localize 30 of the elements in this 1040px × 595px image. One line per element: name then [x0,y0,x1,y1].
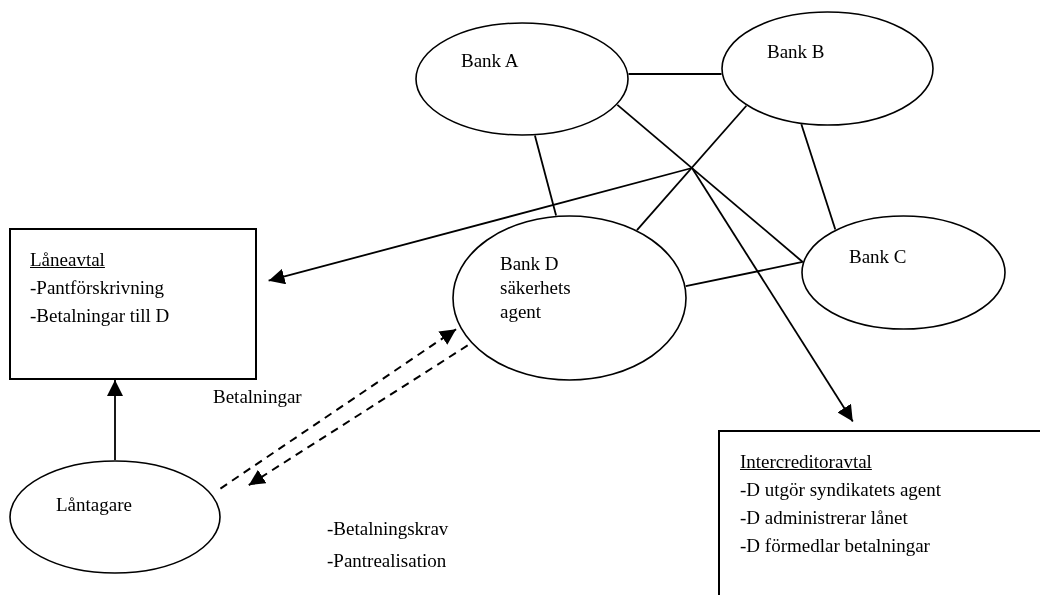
node-label: Bank B [767,40,825,64]
node-label: Låntagare [56,493,132,517]
connector-line [684,261,804,287]
arrow [691,167,854,423]
box-heading: Intercreditoravtal [740,450,872,474]
arrow [219,328,458,490]
arrow [267,167,693,285]
arrow [247,344,469,487]
borrower-ellipse [9,460,221,574]
connector-line [800,123,837,231]
connector-line [534,134,557,217]
bank-ellipse [415,22,629,136]
bank-ellipse [721,11,934,126]
list-item: -D förmedlar betalningar [740,534,930,558]
list-item: -D administrerar lånet [740,506,908,530]
arrow [107,379,123,461]
connector-line [636,104,748,231]
node-label: Bank D säkerhets agent [500,252,572,324]
connector-line [627,73,723,75]
agreement-box [9,228,257,380]
list-item: -D utgör syndikatets agent [740,478,942,502]
node-label: Bank C [849,245,907,269]
list-item: -Pantförskrivning [30,276,165,300]
connector-line [616,103,804,263]
bank-ellipse [801,215,1006,330]
node-label: Bank A [461,49,519,73]
agreement-box [718,430,1040,595]
bank-ellipse [452,215,687,381]
box-heading: Låneavtal [30,248,105,272]
list-item: -Betalningar till D [30,304,170,328]
